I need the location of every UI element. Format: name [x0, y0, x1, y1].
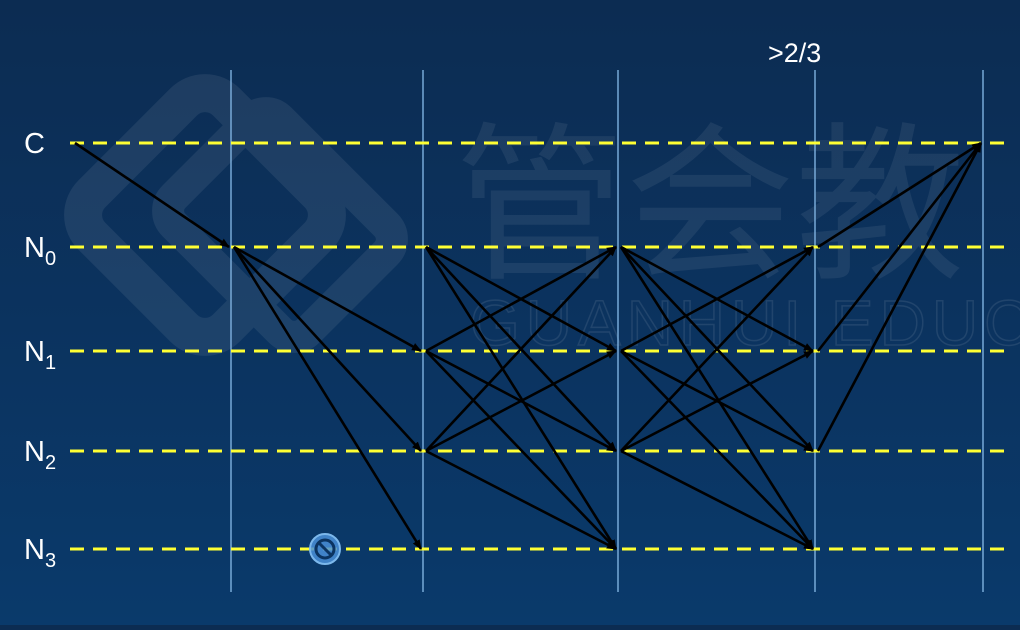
- message-n1-to-n0-phase-4: [620, 245, 814, 353]
- message-n1-to-n3-phase-3: [425, 350, 617, 550]
- node-label-base: C: [24, 128, 45, 160]
- watermark: 管会教 GUANHUI EDUCA: [64, 74, 1020, 360]
- node-label-subscript: 1: [45, 352, 56, 374]
- watermark-logo: [64, 74, 408, 356]
- message-n0-to-c-phase-5: [817, 141, 982, 249]
- message-arrows: [74, 141, 983, 551]
- message-n1-to-n0-phase-3: [425, 245, 617, 353]
- node-label-base: N: [24, 336, 45, 368]
- node-label-n3: N3: [24, 534, 56, 572]
- node-label-c: C: [24, 128, 45, 160]
- node-label-n0: N0: [24, 232, 56, 270]
- message-n2-to-n0-phase-4: [620, 246, 814, 452]
- message-n0-to-n3-phase-4: [619, 246, 815, 550]
- node-label-subscript: 0: [45, 248, 56, 270]
- prohibited-icon-slash: [317, 541, 333, 557]
- message-n2-to-n3-phase-4: [620, 449, 814, 551]
- message-n0-to-n2-phase-2: [233, 246, 422, 452]
- prohibited-icon-ring: [314, 538, 336, 560]
- node-label-base: N: [24, 436, 45, 468]
- quorum-annotation: >2/3: [768, 38, 821, 68]
- watermark-sub: GUANHUI EDUCA: [470, 287, 1020, 359]
- node-label-subscript: 3: [45, 550, 56, 572]
- message-n0-to-n3-phase-3: [424, 246, 618, 550]
- node-label-subscript: 2: [45, 452, 56, 474]
- watermark-main: 管会教: [455, 108, 965, 306]
- phase-dividers: [230, 70, 984, 592]
- message-n2-to-n0-phase-3: [425, 246, 617, 452]
- message-n2-to-n1-phase-4: [620, 349, 814, 453]
- message-n2-to-c-phase-5: [816, 142, 983, 452]
- message-n2-to-n1-phase-3: [425, 349, 617, 453]
- faulty-node-marker: [309, 533, 341, 565]
- node-label-base: N: [24, 232, 45, 264]
- node-timelines: [70, 141, 1010, 551]
- node-label-n1: N1: [24, 336, 56, 374]
- node-label-base: N: [24, 534, 45, 566]
- node-label-n2: N2: [24, 436, 56, 474]
- message-c-to-n0-phase-1: [74, 141, 230, 249]
- message-n2-to-n3-phase-3: [425, 449, 617, 551]
- message-n0-to-n1-phase-2: [233, 245, 422, 353]
- message-n0-to-n3-phase-2: [232, 246, 423, 550]
- message-n1-to-n3-phase-4: [620, 350, 814, 550]
- message-n1-to-c-phase-5: [816, 142, 983, 352]
